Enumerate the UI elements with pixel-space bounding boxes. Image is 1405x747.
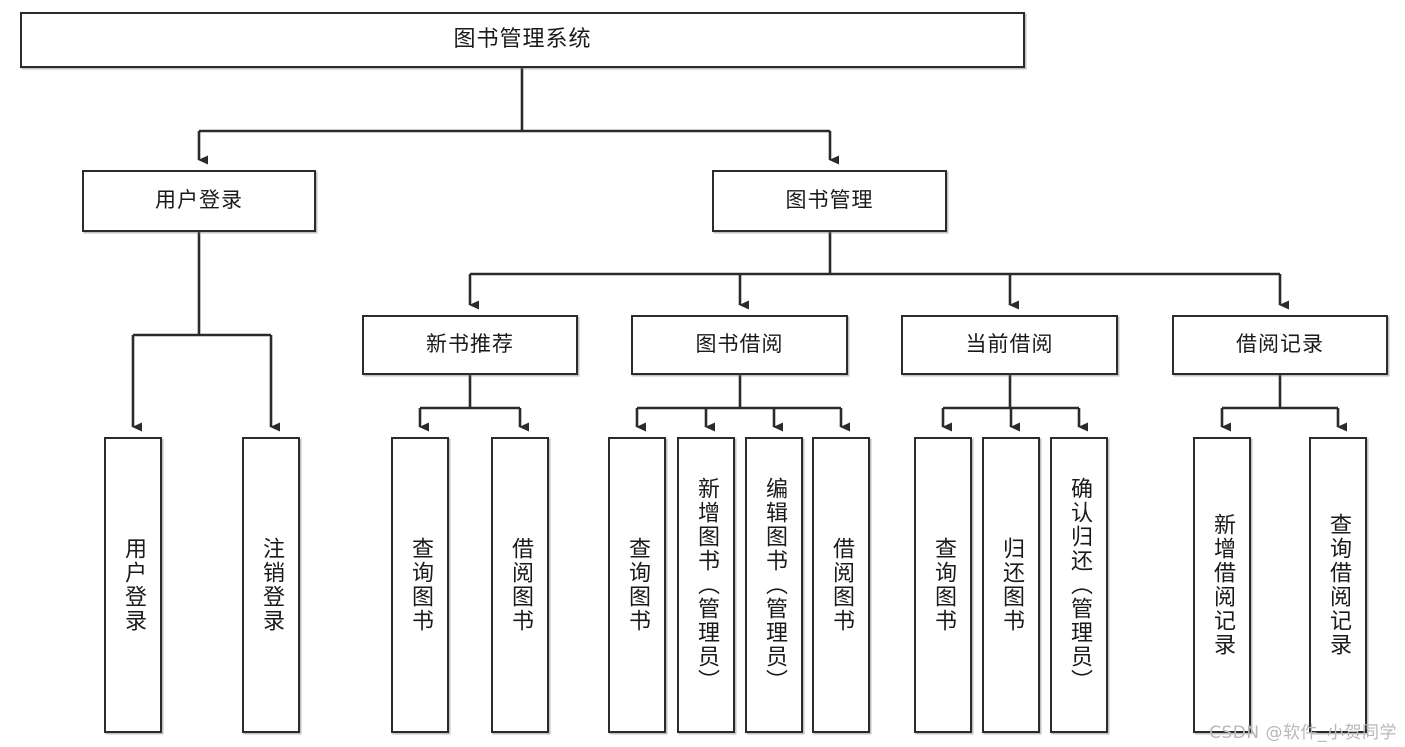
node-root-label: 图书管理系统 [453, 26, 592, 52]
leaf-query-book-3-label: 查询图书 [930, 537, 956, 633]
node-user-login[interactable]: 用户登录 [82, 170, 316, 232]
node-current-borrow-label: 当前借阅 [965, 332, 1054, 357]
leaf-logout-label: 注销登录 [258, 537, 284, 633]
node-user-login-label: 用户登录 [155, 188, 243, 213]
leaf-query-record-label: 查询借阅记录 [1325, 513, 1351, 657]
leaf-edit-book[interactable]: 编辑图书（管理员） [745, 437, 803, 733]
leaf-user-login[interactable]: 用户登录 [104, 437, 162, 733]
node-book-manage-label: 图书管理 [785, 188, 874, 213]
leaf-query-book-2-label: 查询图书 [624, 537, 650, 633]
leaf-add-record-label: 新增借阅记录 [1209, 513, 1235, 657]
leaf-borrow-book-1-label: 借阅图书 [507, 537, 533, 633]
leaf-add-record[interactable]: 新增借阅记录 [1193, 437, 1251, 733]
leaf-query-book-1-label: 查询图书 [407, 537, 433, 633]
node-book-borrow-label: 图书借阅 [695, 332, 784, 357]
leaf-edit-book-label: 编辑图书（管理员） [761, 477, 787, 693]
node-root[interactable]: 图书管理系统 [20, 12, 1025, 68]
leaf-logout[interactable]: 注销登录 [242, 437, 300, 733]
leaf-return-book[interactable]: 归还图书 [982, 437, 1040, 733]
leaf-add-book[interactable]: 新增图书（管理员） [677, 437, 735, 733]
leaf-borrow-book-1[interactable]: 借阅图书 [491, 437, 549, 733]
node-new-book-recommend-label: 新书推荐 [426, 332, 514, 357]
leaf-borrow-book-2[interactable]: 借阅图书 [812, 437, 870, 733]
node-book-borrow[interactable]: 图书借阅 [631, 315, 848, 375]
leaf-confirm-return-label: 确认归还（管理员） [1066, 477, 1092, 693]
node-borrow-record[interactable]: 借阅记录 [1172, 315, 1388, 375]
leaf-query-book-2[interactable]: 查询图书 [608, 437, 666, 733]
leaf-borrow-book-2-label: 借阅图书 [828, 537, 854, 633]
node-book-manage[interactable]: 图书管理 [712, 170, 947, 232]
leaf-return-book-label: 归还图书 [998, 537, 1024, 633]
leaf-query-record[interactable]: 查询借阅记录 [1309, 437, 1367, 733]
leaf-confirm-return[interactable]: 确认归还（管理员） [1050, 437, 1108, 733]
leaf-query-book-1[interactable]: 查询图书 [391, 437, 449, 733]
leaf-query-book-3[interactable]: 查询图书 [914, 437, 972, 733]
watermark-text: CSDN @软件_小贺同学 [1209, 723, 1397, 743]
node-current-borrow[interactable]: 当前借阅 [901, 315, 1118, 375]
node-borrow-record-label: 借阅记录 [1236, 332, 1324, 357]
node-new-book-recommend[interactable]: 新书推荐 [362, 315, 578, 375]
leaf-user-login-label: 用户登录 [120, 537, 146, 633]
leaf-add-book-label: 新增图书（管理员） [693, 477, 719, 693]
